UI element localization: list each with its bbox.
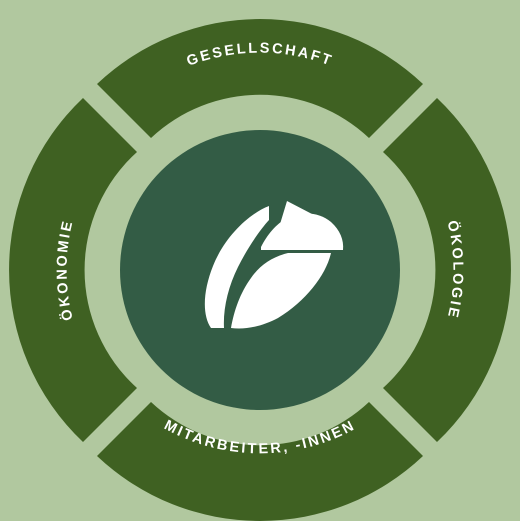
leaf-tip-shape: [274, 201, 312, 244]
label-oekologie: ÖKOLOGIE: [444, 219, 466, 321]
leaf-main-shape: [204, 206, 269, 328]
segment-gesellschaft: [97, 19, 423, 138]
segment-mitarbeiter: [97, 402, 423, 521]
label-oekonomie: ÖKONOMIE: [54, 218, 76, 322]
leaf-lower-shape: [231, 253, 331, 329]
label-oekologie-text: ÖKOLOGIE: [444, 219, 464, 321]
segment-oekonomie: [9, 98, 137, 442]
segment-oekologie: [383, 98, 511, 442]
label-oekonomie-text: ÖKONOMIE: [54, 218, 74, 322]
leaf-logo-icon: [204, 201, 344, 329]
